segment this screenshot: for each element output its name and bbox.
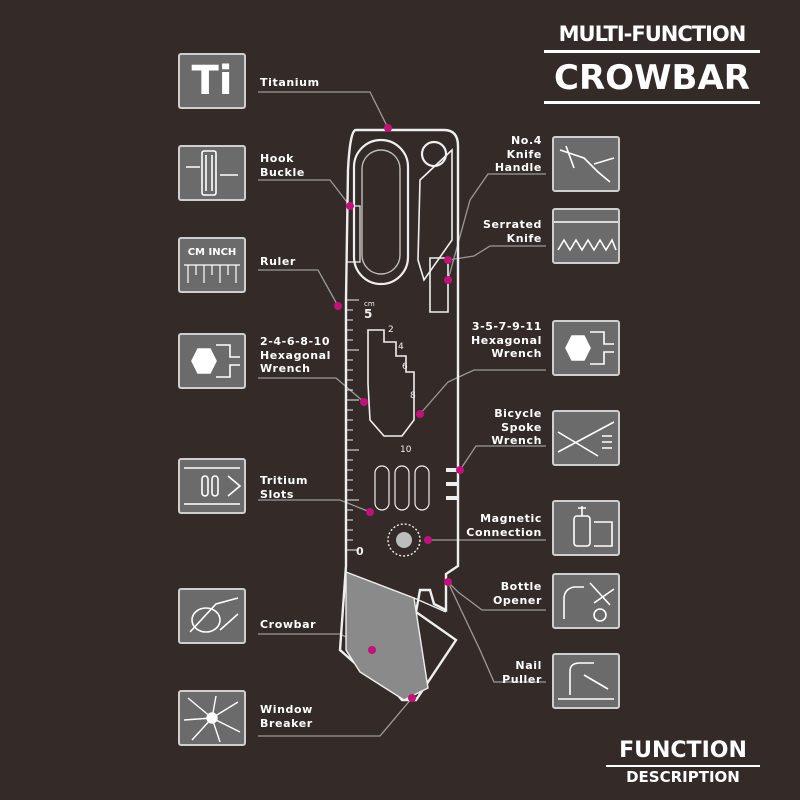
- label-line: Slots: [260, 487, 295, 501]
- title-line-1: MULTI-FUNCTION: [558, 22, 747, 46]
- label-line: Puller: [502, 672, 542, 686]
- title-line-2: CROWBAR: [554, 58, 750, 98]
- label-tritium-slots: Tritium Slots: [260, 474, 308, 501]
- label-line: Breaker: [260, 716, 313, 730]
- label-line: Titanium: [260, 76, 320, 89]
- magnet-center: [396, 532, 412, 548]
- nail-puller-icon: [552, 653, 620, 709]
- footer-divider: [606, 765, 760, 767]
- ruler-units: CM INCH: [187, 247, 237, 258]
- label-line: Buckle: [260, 165, 305, 179]
- label-titanium: Titanium: [260, 76, 320, 90]
- label-spoke-wrench: Bicycle Spoke Wrench: [460, 407, 542, 448]
- hex-size-4: 4: [398, 342, 404, 352]
- magnet-ring: [387, 523, 421, 557]
- label-line: Ruler: [260, 255, 296, 268]
- label-line: Hexagonal: [260, 348, 332, 362]
- label-window-breaker: Window Breaker: [260, 703, 313, 730]
- label-line: Spoke: [501, 420, 542, 434]
- titanium-symbol: Ti: [191, 58, 233, 104]
- hex-size-6: 6: [402, 362, 408, 372]
- hex-wrench-icon: [552, 320, 620, 376]
- label-crowbar: Crowbar: [260, 618, 316, 632]
- label-line: Knife: [506, 147, 542, 161]
- label-line: 3-5-7-9-11: [471, 320, 542, 333]
- hex-size-8: 8: [410, 391, 416, 401]
- label-line: Handle: [494, 161, 542, 174]
- hex-wrench-icon: [178, 333, 246, 389]
- title-underline: [544, 101, 760, 104]
- label-line: Window: [260, 703, 313, 716]
- footer-line-1: FUNCTION: [619, 738, 747, 763]
- label-line: Nail: [515, 659, 542, 672]
- label-line: Magnetic: [480, 512, 542, 525]
- label-line: No.4: [511, 134, 542, 147]
- carabiner-inner: [361, 149, 401, 275]
- titanium-icon: Ti: [178, 53, 246, 109]
- label-line: Crowbar: [260, 618, 317, 631]
- crowbar-icon: [178, 588, 246, 644]
- ruler-number-five: 5: [364, 307, 372, 321]
- serrated-knife-icon: [552, 208, 620, 264]
- label-knife-handle: No.4 Knife Handle: [460, 134, 542, 175]
- label-magnetic: Magnetic Connection: [452, 512, 542, 539]
- hook-buckle-icon: [178, 145, 246, 201]
- label-line: 2-4-6-8-10: [260, 335, 331, 348]
- label-line: Serrated: [482, 218, 542, 231]
- label-ruler: Ruler: [260, 255, 296, 269]
- label-hook-buckle: Hook Buckle: [260, 152, 305, 179]
- crowbar-head: [345, 570, 429, 701]
- knife-handle-cutout: [417, 148, 453, 282]
- label-line: Wrench: [260, 362, 311, 375]
- label-line: Wrench: [491, 434, 542, 447]
- serrated-knife-slot: [429, 257, 449, 313]
- tritium-slots-group: [374, 465, 430, 511]
- ruler-number-zero: 0: [356, 545, 364, 558]
- label-line: Connection: [466, 525, 542, 539]
- label-line: Wrench: [491, 347, 542, 360]
- magnet-icon: [552, 500, 620, 556]
- label-serrated-knife: Serrated Knife: [460, 218, 542, 245]
- knife-handle-icon: [552, 136, 620, 192]
- spoke-wrench-notches: [446, 468, 458, 500]
- callout-dots: [334, 124, 464, 702]
- footer-block: FUNCTION DESCRIPTION: [606, 738, 760, 786]
- ruler-ticks: [347, 299, 359, 551]
- tritium-slots-icon: [178, 458, 246, 514]
- bottle-opener-icon: [552, 573, 620, 629]
- footer-line-2: DESCRIPTION: [626, 768, 740, 786]
- label-hex-wrench-odd: 3-5-7-9-11 Hexagonal Wrench: [450, 320, 542, 361]
- label-hex-wrench-even: 2-4-6-8-10 Hexagonal Wrench: [260, 335, 331, 376]
- label-line: Hook: [260, 152, 295, 165]
- label-line: Bicycle: [494, 407, 542, 420]
- label-line: Hexagonal: [470, 333, 542, 347]
- title-divider: [544, 50, 760, 53]
- hex-size-2: 2: [388, 325, 394, 335]
- label-line: Knife: [506, 231, 542, 245]
- label-bottle-opener: Bottle Opener: [460, 580, 542, 607]
- label-nail-puller: Nail Puller: [470, 659, 542, 686]
- label-line: Bottle: [500, 580, 542, 593]
- tool-outline: [338, 128, 460, 702]
- hex-wrench-ladder: [367, 329, 415, 437]
- ruler-unit-label: cm: [364, 300, 375, 308]
- ruler-icon: CM INCH: [178, 237, 246, 293]
- spoke-wrench-icon: [552, 410, 620, 466]
- window-breaker-icon: [178, 690, 246, 746]
- hex-size-10: 10: [400, 445, 412, 455]
- carabiner-slot: [352, 138, 410, 286]
- title-block: MULTI-FUNCTION CROWBAR: [544, 16, 760, 104]
- lanyard-hole: [420, 140, 448, 168]
- label-line: Tritium: [260, 474, 309, 487]
- crowbar-edge: [413, 597, 447, 613]
- label-line: Opener: [492, 593, 542, 607]
